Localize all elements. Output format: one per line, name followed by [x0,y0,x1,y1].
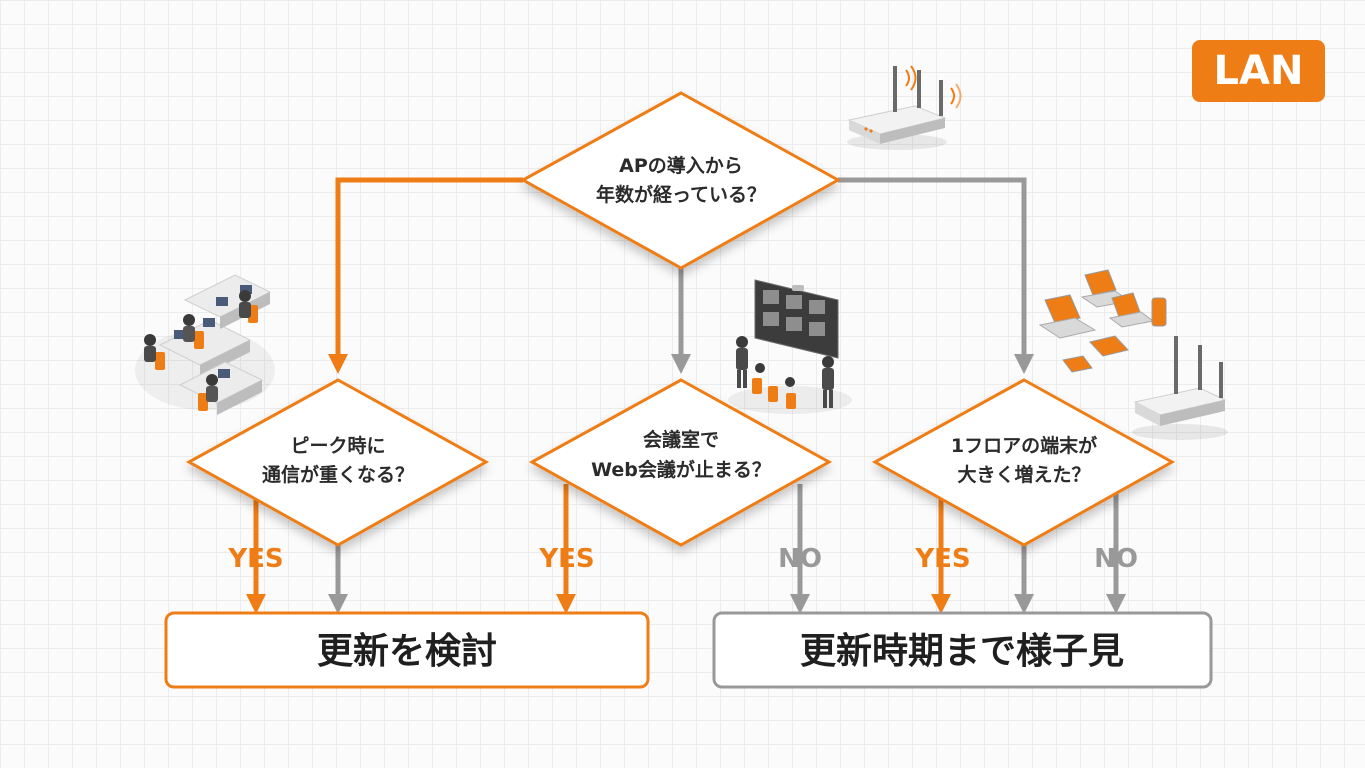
decision-middle-line1: 会議室で [643,428,719,451]
result-consider-label: 更新を検討 [317,631,497,672]
devices-and-router-illustration [1038,269,1228,440]
video-conference-illustration [728,279,852,414]
result-consider-box: 更新を検討 [164,611,650,689]
decision-middle-line2: Web会議が止まる？ [591,458,771,481]
middle-yes-label: YES [538,544,594,574]
decision-left: ピーク時に 通信が重くなる？ [185,378,490,547]
lan-badge-label: LAN [1213,48,1304,94]
result-wait-box: 更新時期まで様子見 [712,611,1213,689]
connector-top-yes [328,177,523,374]
right-yes-label: YES [914,544,970,574]
decision-top-line1: APの導入から [619,154,743,177]
decision-right-line2: 大きく増えた？ [957,463,1090,486]
connector-top-no [838,177,1034,374]
wireless-router-icon [847,65,962,150]
decision-left-line2: 通信が重くなる？ [262,463,414,486]
decision-left-line1: ピーク時に [290,435,385,457]
lan-badge: LAN [1192,40,1325,102]
decision-right-line1: 1フロアの端末が [951,434,1097,457]
office-workers-illustration [135,274,275,415]
decision-top-line2: 年数が経っている？ [596,183,766,206]
right-no-label: NO [1094,544,1138,574]
decision-middle: 会議室で Web会議が止まる？ [528,378,833,547]
connectors [246,177,1126,614]
decision-top: APの導入から 年数が経っている？ [519,91,842,270]
middle-no-label: NO [778,544,822,574]
result-wait-label: 更新時期まで様子見 [800,631,1124,672]
decision-right: 1フロアの端末が 大きく増えた？ [871,378,1176,547]
left-yes-label: YES [227,544,283,574]
